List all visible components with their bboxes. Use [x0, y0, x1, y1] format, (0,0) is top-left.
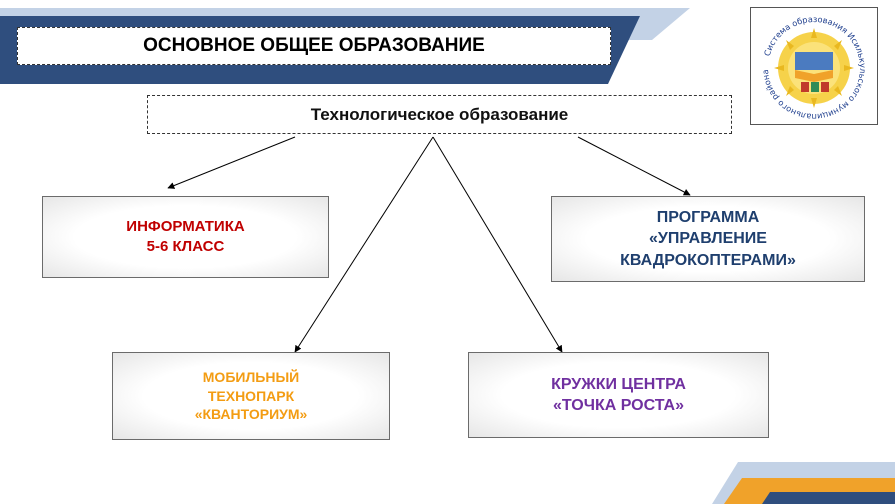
footer-dark-band: [762, 492, 895, 504]
arrow-to-quantorium: [294, 136, 434, 353]
quantorium-line-1: МОБИЛЬНЫЙ: [202, 369, 300, 386]
subtitle-box: Технологическое образование: [147, 95, 732, 134]
node-drones-program: ПРОГРАММА «УПРАВЛЕНИЕ КВАДРОКОПТЕРАМИ»: [551, 196, 865, 282]
node-informatics: ИНФОРМАТИКА 5-6 КЛАСС: [42, 196, 329, 278]
district-logo: Система образования Исилькульского муниц…: [750, 7, 878, 125]
node-quantorium: МОБИЛЬНЫЙ ТЕХНОПАРК «КВАНТОРИУМ»: [112, 352, 390, 440]
page-title: ОСНОВНОЕ ОБЩЕЕ ОБРАЗОВАНИЕ: [17, 27, 611, 65]
informatics-line-1: ИНФОРМАТИКА: [126, 218, 245, 236]
drones-line-1: ПРОГРАММА: [656, 209, 760, 227]
informatics-line-2: 5-6 КЛАСС: [146, 238, 225, 255]
node-growth-point: КРУЖКИ ЦЕНТРА «ТОЧКА РОСТА»: [468, 352, 769, 438]
arrow-to-growth-point: [432, 136, 563, 353]
arrow-to-informatics: [167, 136, 296, 189]
quantorium-line-2: ТЕХНОПАРК: [207, 387, 295, 404]
arrow-to-drones: [577, 136, 691, 196]
drones-line-3: КВАДРОКОПТЕРАМИ»: [620, 251, 796, 269]
quantorium-line-3: «КВАНТОРИУМ»: [194, 406, 308, 423]
logo-emblem-icon: Система образования Исилькульского муниц…: [760, 14, 868, 122]
growth-point-line-2: «ТОЧКА РОСТА»: [552, 397, 684, 414]
drones-line-2: «УПРАВЛЕНИЕ: [649, 230, 767, 248]
growth-point-line-1: КРУЖКИ ЦЕНТРА: [551, 375, 686, 393]
